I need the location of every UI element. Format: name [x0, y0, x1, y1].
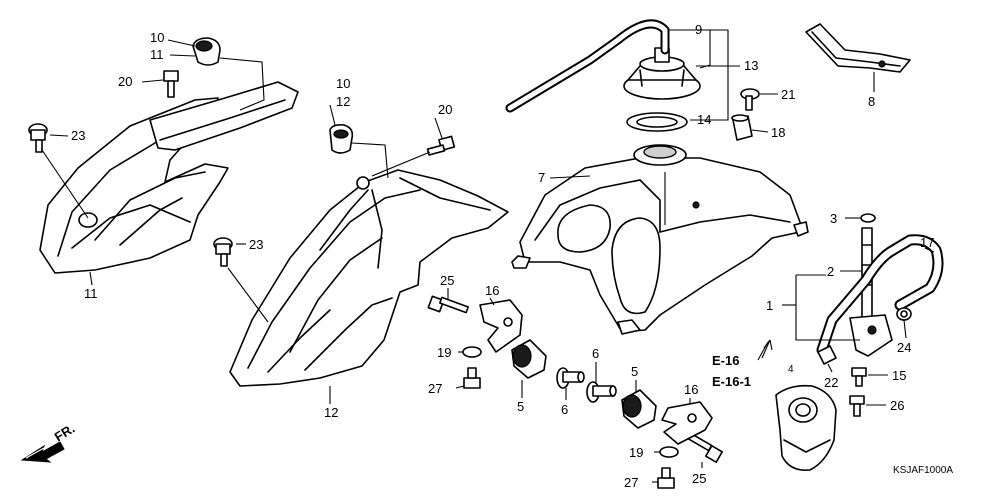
- callout-11-left-top: 11: [150, 47, 164, 62]
- bolt-part-27-left: [463, 367, 481, 389]
- breather-tube-part-9: [505, 19, 670, 113]
- cushion-part-18: [731, 114, 753, 141]
- hose-clip-part-24: [896, 307, 912, 321]
- bolt-part-20-left: [163, 70, 179, 98]
- callout-19-left: 19: [437, 345, 451, 360]
- bolt-part-15: [851, 367, 867, 387]
- callout-18: 18: [771, 125, 785, 140]
- callout-11-left-bottom: 11: [84, 286, 98, 301]
- bolt-part-26: [849, 395, 865, 417]
- callout-8: 8: [868, 94, 875, 109]
- callout-20-middle: 20: [438, 102, 452, 117]
- rubber-mount-part-5-right: [621, 389, 657, 429]
- bolt-part-23-middle: [213, 237, 233, 267]
- bolt-part-20-middle: [426, 135, 456, 156]
- callout-21: 21: [781, 87, 795, 102]
- filler-cap-part-13: [623, 47, 701, 100]
- marker-letter: 4: [788, 364, 794, 375]
- reference-e16-1: E-16-1: [712, 374, 751, 389]
- callout-13: 13: [744, 58, 758, 73]
- callout-6-left: 6: [561, 402, 568, 417]
- callout-12-middle-top: 12: [336, 94, 350, 109]
- valve-bracket-assembly: [775, 384, 837, 472]
- collar-part-6-left: [556, 367, 585, 389]
- reference-e16: E-16: [712, 353, 739, 368]
- front-arrow-label: FR.: [52, 421, 78, 445]
- callout-25-left: 25: [440, 273, 454, 288]
- callout-14: 14: [697, 112, 711, 127]
- callout-24: 24: [897, 340, 911, 355]
- callout-labels: 10 11 20 23 11 10 12 20 23 12 9 13 14 7 …: [71, 22, 953, 490]
- grommet-part-10: [192, 37, 221, 66]
- diagram-code: KSJAF1000A: [893, 465, 953, 476]
- callout-17: 17: [920, 235, 934, 250]
- bolt-part-27-right: [657, 467, 675, 489]
- washer-part-19-left: [462, 346, 482, 358]
- callout-3: 3: [830, 211, 837, 226]
- callout-16-left: 16: [485, 283, 499, 298]
- callout-9: 9: [695, 22, 702, 37]
- screw-part-21: [740, 88, 760, 111]
- bolt-part-23-left: [28, 123, 48, 153]
- mount-bracket-part-16-left: [479, 299, 523, 353]
- grommet-part-10-12: [329, 124, 354, 154]
- collar-part-6-right: [586, 381, 617, 403]
- fuel-tank-part-7: [511, 144, 809, 335]
- callout-20-left: 20: [118, 74, 132, 89]
- callout-25-right: 25: [692, 471, 706, 486]
- fuel-hose-part-17: [816, 234, 944, 356]
- callout-2: 2: [827, 264, 834, 279]
- callout-1: 1: [766, 298, 773, 313]
- callout-15: 15: [892, 368, 906, 383]
- front-arrow-icon: FR.: [20, 421, 78, 463]
- callout-23-middle: 23: [249, 237, 263, 252]
- callout-6-right: 6: [592, 346, 599, 361]
- mount-bracket-part-16-right: [661, 401, 713, 445]
- callout-23-left: 23: [71, 128, 85, 143]
- o-ring-part-3: [860, 213, 876, 223]
- callout-26: 26: [890, 398, 904, 413]
- callout-27-right: 27: [624, 475, 638, 490]
- callout-7: 7: [538, 170, 545, 185]
- callout-16-right: 16: [684, 382, 698, 397]
- hose-clip-part-22: [817, 345, 837, 365]
- callout-22: 22: [824, 375, 838, 390]
- bolt-part-25-left: [427, 295, 469, 314]
- callout-5-right: 5: [631, 364, 638, 379]
- leader-lines: [41, 29, 935, 483]
- reference-arrow-icon: [761, 339, 773, 359]
- callout-12-middle-bottom: 12: [324, 405, 338, 420]
- callout-27-left: 27: [428, 381, 442, 396]
- callout-10-middle: 10: [336, 76, 350, 91]
- callout-5-left: 5: [517, 399, 524, 414]
- rubber-mount-part-5-left: [511, 339, 547, 379]
- callout-19-right: 19: [629, 445, 643, 460]
- bracket-part-8: [805, 23, 911, 73]
- cap-gasket-part-14: [626, 112, 688, 132]
- right-shroud-part-12: [229, 169, 509, 387]
- washer-part-19-right: [659, 446, 679, 458]
- callout-10-left: 10: [150, 30, 164, 45]
- left-shroud-part-11: [39, 81, 299, 274]
